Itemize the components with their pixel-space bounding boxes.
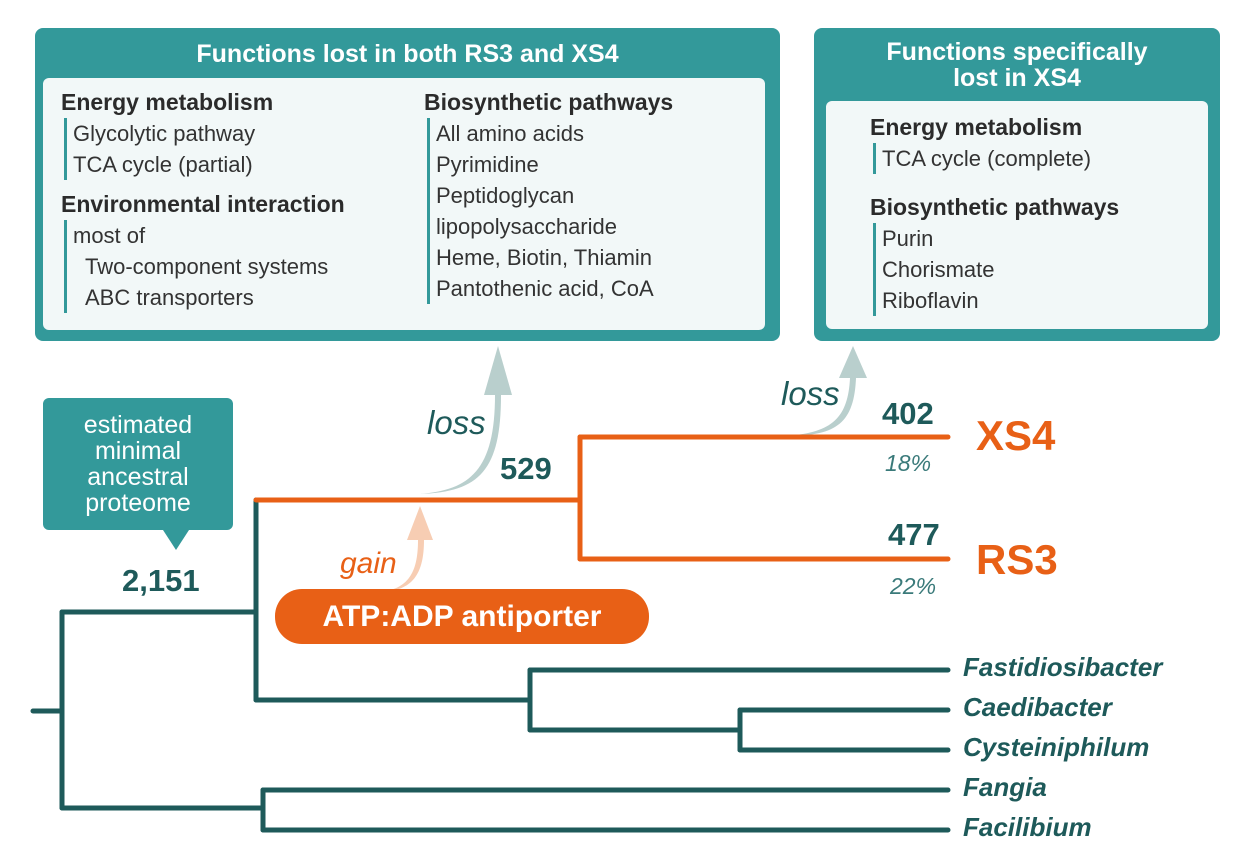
lost-in-xs4-content: Energy metabolism TCA cycle (complete) B… — [826, 101, 1208, 329]
category-heading: Energy metabolism — [870, 114, 1083, 140]
rs3-label: RS3 — [976, 536, 1058, 583]
category-list: Purin Chorismate Riboflavin — [873, 223, 1119, 316]
category-heading: Energy metabolism — [61, 89, 274, 115]
lost-in-both-content: Energy metabolism Glycolytic pathway TCA… — [43, 78, 765, 330]
category-list: most of Two-component systems ABC transp… — [64, 220, 345, 313]
category-biosynthetic-pathways: Biosynthetic pathways All amino acids Py… — [424, 88, 673, 304]
xs4-percent: 18% — [885, 450, 932, 476]
category-list: All amino acids Pyrimidine Peptidoglycan… — [427, 118, 673, 304]
lost-in-xs4-box: Functions specifically lost in XS4 Energ… — [814, 28, 1220, 341]
category-heading: Environmental interaction — [61, 191, 345, 217]
list-item: Purin — [882, 226, 934, 251]
atp-adp-antiporter-badge: ATP:ADP antiporter — [275, 589, 649, 644]
xs4-label: XS4 — [976, 412, 1056, 459]
loss-label: loss — [781, 375, 840, 412]
taxon-caedibacter: Caedibacter — [963, 692, 1112, 722]
category-biosynthetic-pathways: Biosynthetic pathways Purin Chorismate R… — [870, 193, 1119, 316]
lost-in-xs4-title-line2: lost in XS4 — [953, 64, 1081, 92]
list-item: Pantothenic acid, CoA — [436, 276, 654, 301]
gain-label: gain — [340, 547, 397, 580]
category-list: TCA cycle (complete) — [873, 143, 1091, 174]
list-item: ABC transporters — [85, 285, 254, 310]
callout-line: minimal — [94, 437, 182, 465]
list-item: Two-component systems — [85, 254, 329, 279]
lost-in-xs4-title-line1: Functions specifically — [886, 38, 1148, 66]
category-heading: Biosynthetic pathways — [870, 194, 1120, 220]
list-item: All amino acids — [436, 121, 584, 146]
category-energy-metabolism: Energy metabolism TCA cycle (complete) — [870, 113, 1091, 174]
list-item: Glycolytic pathway — [73, 121, 256, 146]
callout-line: proteome — [85, 489, 191, 517]
list-item: Riboflavin — [882, 288, 979, 313]
callout-line: estimated — [83, 411, 193, 439]
list-item: Chorismate — [882, 257, 995, 282]
ancestral-count: 2,151 — [122, 563, 200, 598]
rs3-count: 477 — [888, 517, 940, 552]
tree-branches-orange — [253, 434, 951, 562]
callout-line: ancestral — [87, 463, 189, 491]
loss-label: loss — [427, 404, 486, 441]
rs3-percent: 22% — [890, 573, 937, 599]
internal-count: 529 — [500, 451, 552, 486]
tree-branches-dark — [30, 497, 951, 833]
list-item: lipopolysaccharide — [436, 214, 617, 239]
list-item: most of — [73, 223, 146, 248]
taxon-facilibium: Facilibium — [963, 812, 1092, 842]
taxon-fangia: Fangia — [963, 772, 1047, 802]
lost-in-both-box: Functions lost in both RS3 and XS4 Energ… — [35, 28, 780, 341]
list-item: Peptidoglycan — [436, 183, 575, 208]
category-list: Glycolytic pathway TCA cycle (partial) — [64, 118, 273, 180]
taxon-fastidiosibacter: Fastidiosibacter — [963, 652, 1163, 682]
category-environmental-interaction: Environmental interaction most of Two-co… — [61, 190, 345, 313]
xs4-count: 402 — [882, 396, 934, 431]
list-item: Pyrimidine — [436, 152, 539, 177]
taxon-cysteiniphilum: Cysteiniphilum — [963, 732, 1150, 762]
category-heading: Biosynthetic pathways — [424, 89, 674, 115]
gain-arrow-icon — [378, 506, 433, 592]
list-item: TCA cycle (partial) — [73, 152, 253, 177]
list-item: TCA cycle (complete) — [882, 146, 1092, 171]
loss-arrow-icon — [420, 346, 512, 494]
category-energy-metabolism: Energy metabolism Glycolytic pathway TCA… — [61, 88, 273, 180]
list-item: Heme, Biotin, Thiamin — [436, 245, 653, 270]
ancestral-proteome-callout: estimated minimal ancestral proteome — [43, 398, 233, 550]
loss-arrow-icon — [785, 346, 867, 436]
lost-in-both-title: Functions lost in both RS3 and XS4 — [196, 40, 619, 68]
